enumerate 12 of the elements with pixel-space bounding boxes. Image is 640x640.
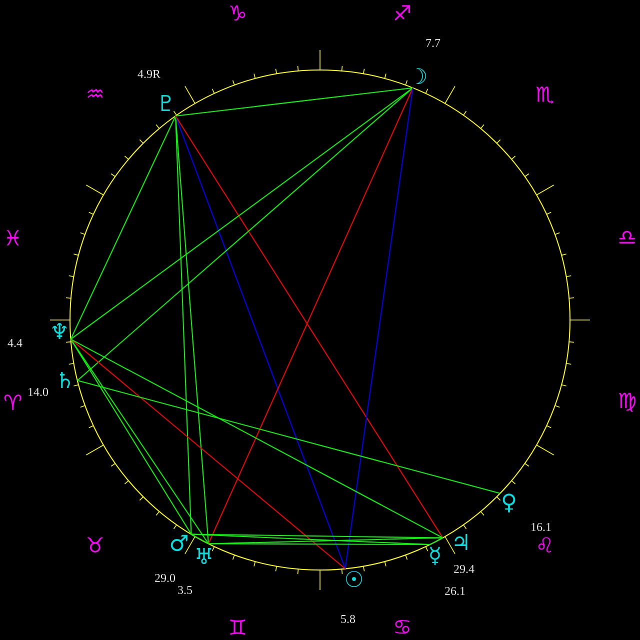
zodiac-sign: ♋ [395, 620, 410, 634]
degree-label: 4.4 [8, 338, 22, 348]
zodiac-sign: ♎ [620, 230, 635, 244]
degree-label: 5.8 [341, 614, 356, 624]
zodiac-sign: ♊ [230, 620, 246, 635]
degree-label: 14.0 [28, 388, 48, 396]
zodiac-sign: ♐ [394, 5, 410, 21]
zodiac-sign: ♍ [618, 392, 636, 412]
zodiac-sign: ♑ [230, 5, 246, 20]
degree-label: 7.7 [426, 38, 440, 48]
zodiac-sign: ♈ [4, 394, 22, 410]
zodiac-sign: ♓ [6, 230, 19, 246]
